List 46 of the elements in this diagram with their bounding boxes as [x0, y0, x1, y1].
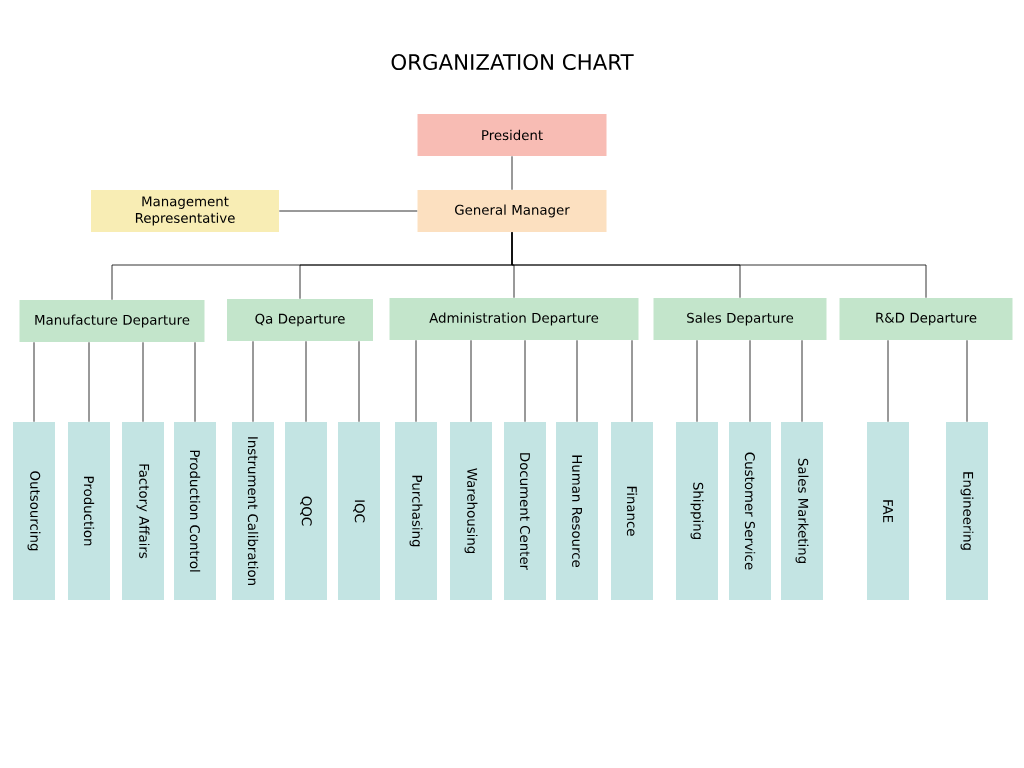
connector-line	[749, 339, 751, 423]
unit-box: FAE	[867, 422, 909, 600]
connector-line	[415, 339, 417, 423]
department-box: Sales Departure	[653, 298, 827, 340]
unit-box: Human Resource	[556, 422, 598, 600]
unit-box: Sales Marketing	[781, 422, 823, 600]
connector-line	[696, 339, 698, 423]
connector-line	[801, 339, 803, 423]
connector-line	[631, 339, 633, 423]
unit-box: Document Center	[504, 422, 546, 600]
connector-line	[576, 339, 578, 423]
unit-box: QQC	[285, 422, 327, 600]
unit-box: Warehousing	[450, 422, 492, 600]
department-box: Qa Departure	[227, 299, 373, 341]
connector-line	[887, 339, 889, 423]
connector-line	[524, 339, 526, 423]
unit-box: Instrument Calibration	[232, 422, 274, 600]
position-box: President	[417, 114, 607, 156]
connector-line	[194, 341, 196, 423]
connector-line	[358, 340, 360, 423]
connector-line	[33, 341, 35, 423]
connector-line	[252, 340, 254, 423]
department-box: R&D Departure	[839, 298, 1013, 340]
department-box: Manufacture Departure	[19, 300, 205, 342]
connector-line	[88, 341, 90, 423]
unit-box: Purchasing	[395, 422, 437, 600]
unit-box: Factory Affairs	[122, 422, 164, 600]
unit-box: Production Control	[174, 422, 216, 600]
connector-line	[305, 340, 307, 423]
unit-box: Customer Service	[729, 422, 771, 600]
unit-box: IQC	[338, 422, 380, 600]
connector-line	[278, 210, 418, 212]
chart-title: ORGANIZATION CHART	[391, 53, 634, 71]
connector-line	[142, 341, 144, 423]
unit-box: Production	[68, 422, 110, 600]
unit-box: Outsourcing	[13, 422, 55, 600]
connector-line	[470, 339, 472, 423]
unit-box: Engineering	[946, 422, 988, 600]
connector-line	[511, 231, 927, 299]
position-box: Management Representative	[91, 190, 279, 232]
unit-box: Shipping	[676, 422, 718, 600]
department-box: Administration Departure	[389, 298, 639, 340]
connector-line	[966, 339, 968, 423]
connector-line	[511, 155, 513, 191]
position-box: General Manager	[417, 190, 607, 232]
unit-box: Finance	[611, 422, 653, 600]
